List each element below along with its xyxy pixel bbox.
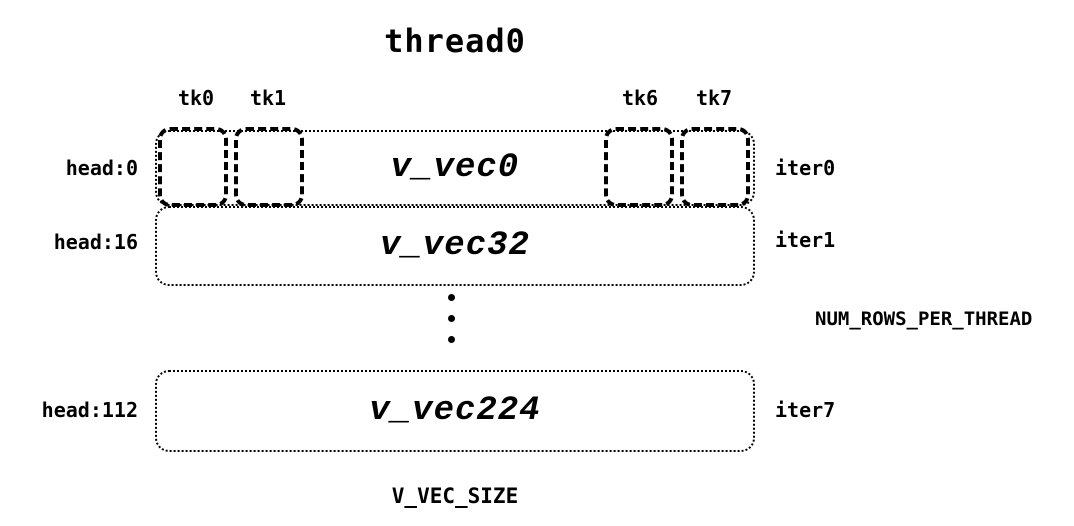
head112-label: head:112 (41, 398, 138, 422)
tk6-box (604, 127, 674, 207)
vvec224-label: v_vec224 (369, 392, 541, 430)
tk7-label: tk7 (695, 86, 733, 110)
vvec0-label: v_vec0 (390, 149, 520, 187)
diagram-title: thread0 (384, 22, 526, 60)
iter7-label: iter7 (775, 398, 836, 422)
tk6-label: tk6 (621, 86, 659, 110)
ellipsis-dot (448, 294, 455, 301)
v-vec-size-label: V_VEC_SIZE (391, 484, 519, 508)
tk0-box (158, 127, 228, 207)
tk7-box (680, 127, 750, 207)
ellipsis-dot (448, 315, 455, 322)
ellipsis-dot (448, 336, 455, 343)
num-rows-per-thread-label: NUM_ROWS_PER_THREAD (815, 308, 1033, 330)
vvec-row-iter1: v_vec32 (155, 206, 755, 286)
head0-label: head:0 (65, 156, 138, 180)
vertical-ellipsis-icon (448, 294, 455, 343)
head16-label: head:16 (53, 230, 138, 254)
tk1-box (234, 127, 304, 207)
vvec-row-iter7: v_vec224 (155, 370, 755, 452)
vvec-row-iter0: v_vec0 (155, 130, 755, 206)
vvec32-label: v_vec32 (380, 227, 530, 265)
iter1-label: iter1 (775, 228, 836, 252)
iter0-label: iter0 (775, 156, 836, 180)
tk0-label: tk0 (177, 86, 215, 110)
tk1-label: tk1 (249, 86, 287, 110)
